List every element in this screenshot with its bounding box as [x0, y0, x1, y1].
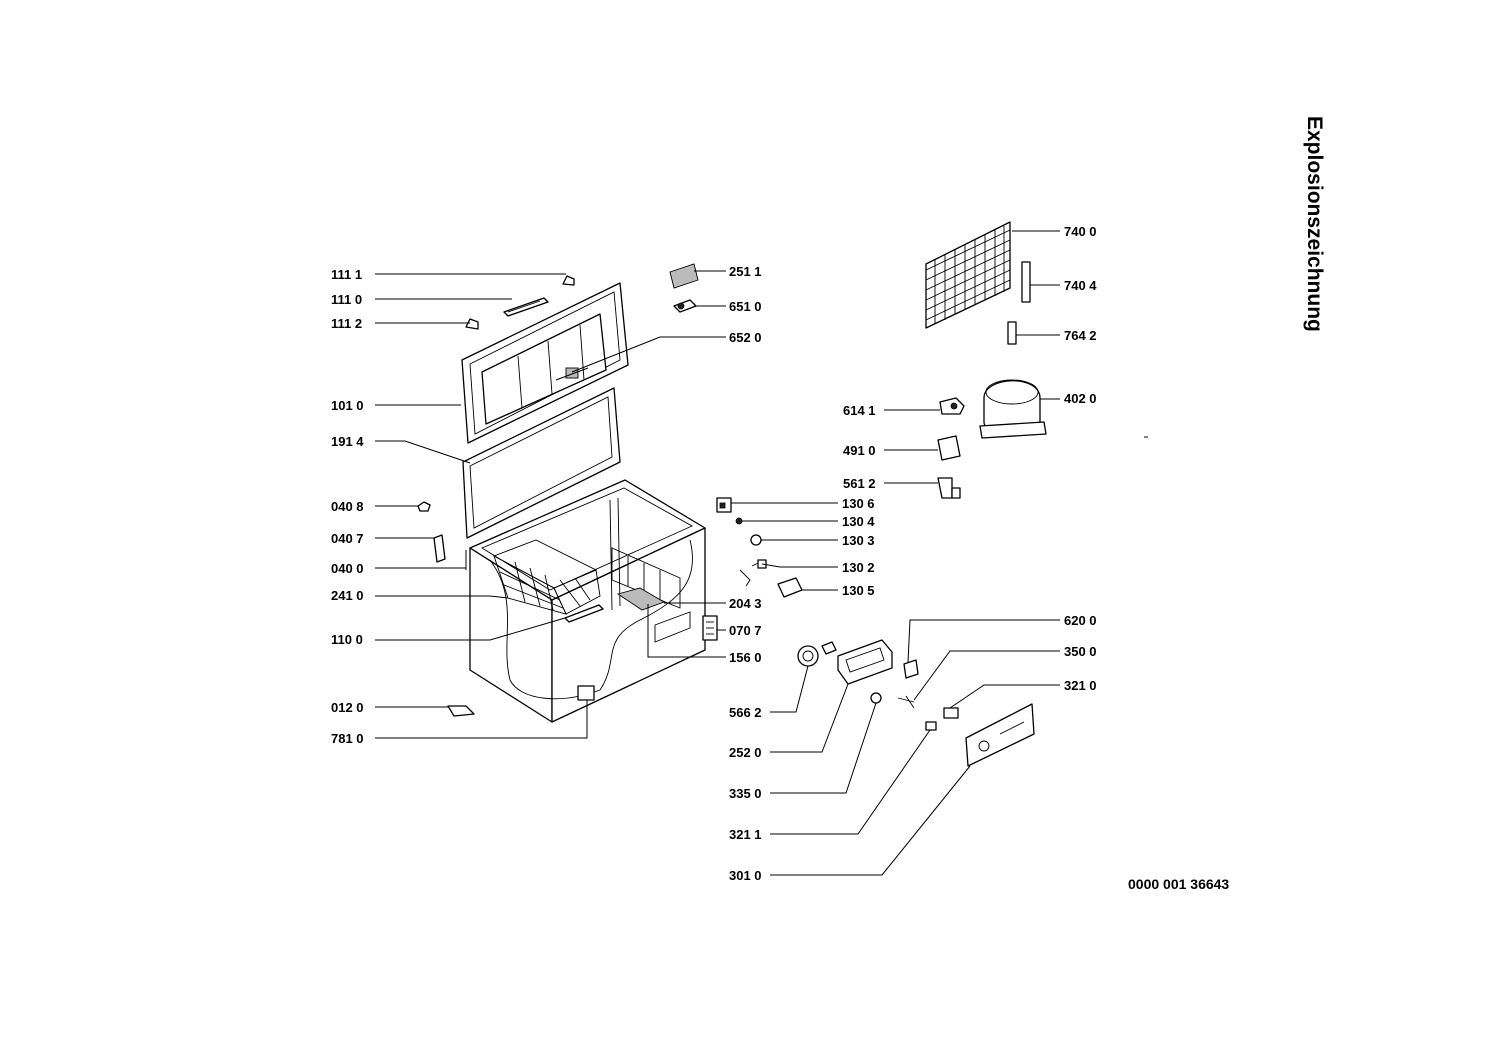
cabinet-drawing: [469, 479, 706, 723]
label-040-7: 040 7: [331, 531, 364, 546]
label-251-1: 251 1: [729, 264, 762, 279]
label-130-5: 130 5: [842, 583, 875, 598]
label-652-0: 652 0: [729, 330, 762, 345]
label-040-0: 040 0: [331, 561, 364, 576]
label-321-0: 321 0: [1064, 678, 1097, 693]
label-012-0: 012 0: [331, 700, 364, 715]
label-781-0: 781 0: [331, 731, 364, 746]
lid-drawing: [461, 282, 629, 444]
label-561-2: 561 2: [843, 476, 876, 491]
label-620-0: 620 0: [1064, 613, 1097, 628]
label-070-7: 070 7: [729, 623, 762, 638]
label-101-0: 101 0: [331, 398, 364, 413]
drain-plate-drawing: [616, 587, 666, 611]
upper-middle-parts: [669, 263, 699, 313]
label-252-0: 252 0: [729, 745, 762, 760]
label-111-2: 111 2: [331, 316, 362, 331]
label-191-4: 191 4: [331, 434, 364, 449]
electrical-small-parts: [702, 497, 803, 641]
label-130-3: 130 3: [842, 533, 875, 548]
basket-drawing: [492, 539, 604, 623]
thermostat-parts: [797, 639, 1035, 767]
label-301-0: 301 0: [729, 868, 762, 883]
label-740-4: 740 4: [1064, 278, 1097, 293]
label-130-6: 130 6: [842, 496, 875, 511]
left-small-parts: [417, 501, 475, 717]
label-040-8: 040 8: [331, 499, 364, 514]
document-number: 0000 001 36643: [1128, 876, 1230, 892]
label-335-0: 335 0: [729, 786, 762, 801]
label-111-1: 111 1: [331, 267, 362, 282]
compressor-drawing: [939, 379, 1047, 439]
label-130-2: 130 2: [842, 560, 875, 575]
label-156-0: 156 0: [729, 650, 762, 665]
part-labels: 111 1 111 0 111 2 101 0 191 4 040 8 040 …: [331, 224, 1097, 883]
label-111-0: 111 0: [331, 292, 362, 307]
gasket-drawing: [462, 387, 621, 539]
relay-parts: [937, 435, 961, 499]
hinge-drawings: [465, 275, 575, 330]
label-130-4: 130 4: [842, 514, 875, 529]
label-566-2: 566 2: [729, 705, 762, 720]
label-204-3: 204 3: [729, 596, 762, 611]
label-740-0: 740 0: [1064, 224, 1097, 239]
label-110-0: 110 0: [331, 632, 363, 647]
label-651-0: 651 0: [729, 299, 762, 314]
leader-lines: [375, 230, 1060, 876]
label-491-0: 491 0: [843, 443, 876, 458]
label-321-1: 321 1: [729, 827, 762, 842]
label-350-0: 350 0: [1064, 644, 1097, 659]
label-764-2: 764 2: [1064, 328, 1097, 343]
label-614-1: 614 1: [843, 403, 876, 418]
label-241-0: 241 0: [331, 588, 364, 603]
label-402-0: 402 0: [1064, 391, 1097, 406]
condenser-drawing: [925, 221, 1031, 345]
